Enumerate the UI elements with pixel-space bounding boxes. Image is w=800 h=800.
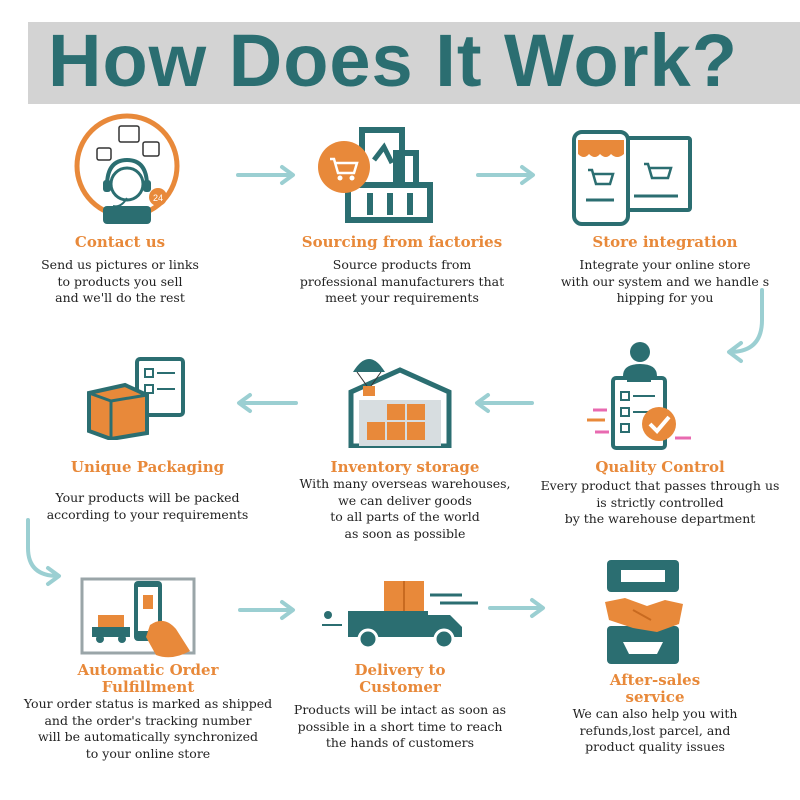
step-unique-packaging: Unique Packaging Your products will be p…	[45, 459, 250, 523]
step-after-sales-service: After-sales service We can also help you…	[555, 672, 755, 756]
step-title: Inventory storage	[330, 458, 480, 476]
arrow-right-3	[238, 600, 295, 620]
step-title: Contact us	[74, 233, 166, 251]
step-description: We can also help you with refunds,lost p…	[572, 706, 738, 754]
step-delivery-to-customer: Delivery to Customer Products will be in…	[290, 662, 510, 752]
step-title: Quality Control	[595, 458, 725, 476]
step-quality-control: Quality Control Every product that passe…	[530, 459, 790, 528]
step-description: With many overseas warehouses, we can de…	[299, 476, 511, 541]
step-title: Unique Packaging	[70, 458, 225, 476]
step-description: Your products will be packed according t…	[46, 490, 249, 522]
factory-icon	[318, 127, 433, 223]
step-description: Every product that passes through us is …	[540, 478, 780, 526]
delivery-truck-icon	[322, 581, 478, 650]
svg-text:24: 24	[153, 193, 163, 203]
page-title: How Does It Work?	[48, 19, 738, 102]
step-description: Your order status is marked as shipped a…	[23, 696, 273, 761]
step-sourcing: Sourcing from factories Source products …	[282, 234, 522, 307]
step-title: Store integration	[592, 233, 738, 251]
step-inventory-storage: Inventory storage With many overseas war…	[290, 459, 520, 542]
step-contact-us: Contact us Send us pictures or links to …	[20, 234, 220, 307]
mobile-order-icon	[80, 577, 196, 658]
step-title: After-sales service	[609, 671, 701, 706]
step-title: Sourcing from factories	[301, 233, 503, 251]
warehouse-icon	[348, 359, 452, 448]
step-title: Automatic Order Fulfillment	[77, 661, 219, 696]
customer-service-headset-icon: 24	[74, 113, 180, 224]
arrow-right-2	[476, 165, 535, 185]
package-icon	[87, 357, 185, 440]
step-store-integration: Store integration Integrate your online …	[540, 234, 790, 307]
quality-check-icon	[587, 342, 691, 450]
arrow-right-4	[488, 598, 545, 618]
arrow-right-1	[236, 165, 295, 185]
step-title: Delivery to Customer	[354, 661, 446, 696]
arrow-curve-down-right	[727, 288, 764, 363]
handshake-icon	[605, 560, 683, 664]
step-automatic-order-fulfillment: Automatic Order Fulfillment Your order s…	[18, 662, 278, 762]
step-description: Integrate your online store with our sys…	[560, 257, 770, 305]
step-description: Send us pictures or links to products yo…	[41, 257, 199, 305]
step-description: Source products from professional manufa…	[299, 257, 505, 305]
arrow-curve-down-left	[26, 518, 61, 586]
arrow-left-1	[475, 393, 534, 413]
online-store-icon	[572, 130, 692, 226]
arrow-left-2	[237, 393, 298, 413]
step-description: Products will be intact as soon as possi…	[293, 702, 507, 750]
header-banner	[28, 22, 800, 104]
